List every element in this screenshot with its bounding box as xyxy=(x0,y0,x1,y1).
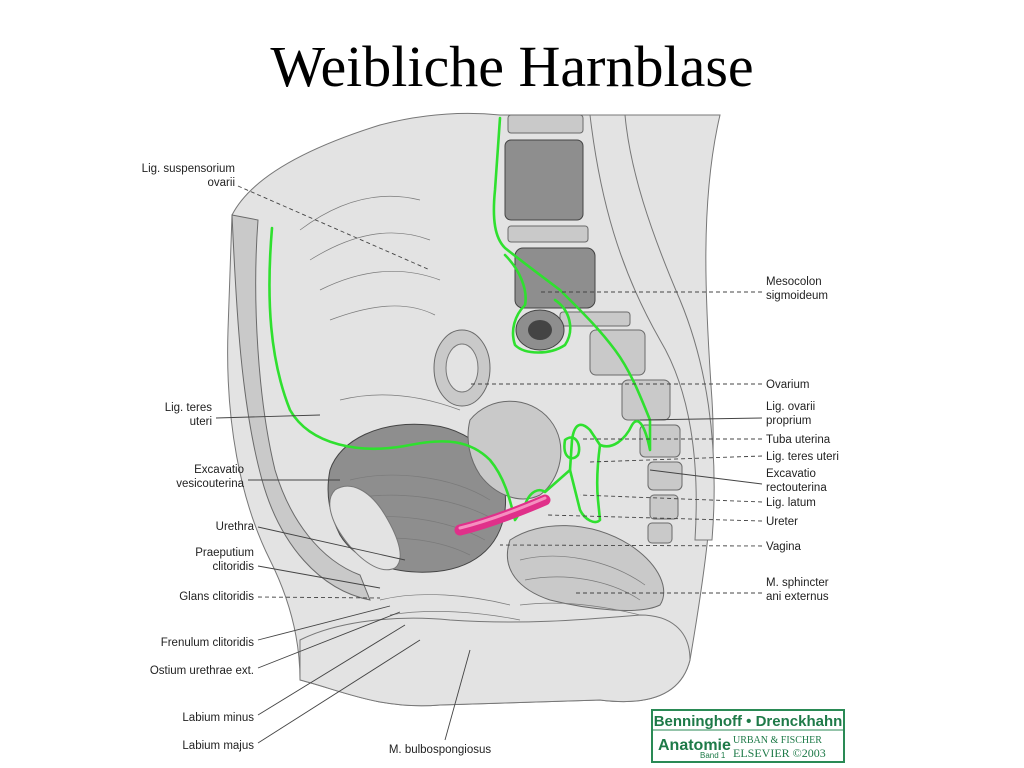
peritoneum-line xyxy=(268,116,652,522)
label-lig-teres: Lig. teres xyxy=(165,402,213,414)
rectum-vagina xyxy=(506,525,665,611)
label-ureter: Ureter xyxy=(766,516,798,528)
label-lig-ovarii-2: proprium xyxy=(766,415,811,427)
label-lig-teres-2: uteri xyxy=(190,416,212,428)
label-mesocolon-2: sigmoideum xyxy=(766,290,828,302)
label-tuba: Tuba uterina xyxy=(766,434,831,446)
abdominal-wall xyxy=(231,214,371,601)
label-lig-suspensorium: Lig. suspensorium xyxy=(142,163,235,175)
label-sphincter-2: ani externus xyxy=(766,591,829,603)
label-glans: Glans clitoridis xyxy=(179,591,254,603)
peritoneum-sigmoid-loop xyxy=(503,253,572,354)
label-ovarium: Ovarium xyxy=(766,379,809,391)
logo-anatomie: Anatomie xyxy=(658,737,731,754)
label-praeputium-2: clitoridis xyxy=(212,561,254,573)
anatomy-illustration xyxy=(227,112,721,707)
logo-elsevier: ELSEVIER ©2003 xyxy=(733,746,826,760)
label-labium-majus: Labium majus xyxy=(182,740,254,752)
label-praeputium: Praeputium xyxy=(195,547,254,559)
vertebral-column xyxy=(504,114,683,544)
label-lig-ovarii: Lig. ovarii xyxy=(766,401,815,413)
right-labels: Mesocolon sigmoideum Ovarium Lig. ovarii… xyxy=(470,276,839,603)
label-excavatio-rectouterina-2: rectouterina xyxy=(766,482,827,494)
label-vagina: Vagina xyxy=(766,541,802,553)
peritoneum-uterus xyxy=(568,443,602,524)
label-bulbospongiosus: M. bulbospongiosus xyxy=(389,744,492,756)
symphysis xyxy=(329,485,401,571)
slide-title: Weibliche Harnblase xyxy=(270,34,754,99)
sacral-region xyxy=(589,114,715,541)
publisher-logo: Benninghoff • Drenckhahn Anatomie Band 1… xyxy=(651,709,845,763)
label-mesocolon: Mesocolon xyxy=(766,276,822,288)
urethra-highlight xyxy=(454,494,551,536)
left-labels: Lig. suspensorium ovarii Lig. teres uter… xyxy=(142,163,431,752)
logo-band: Band 1 xyxy=(700,751,726,760)
logo-authors: Benninghoff • Drenckhahn xyxy=(654,713,843,730)
label-labium-minus: Labium minus xyxy=(182,712,254,724)
label-sphincter: M. sphincter xyxy=(766,577,829,589)
label-excavatio-vesicouterina-2: vesicouterina xyxy=(176,478,244,490)
label-lig-suspensorium-2: ovarii xyxy=(208,177,235,189)
perineum xyxy=(299,614,691,707)
peritoneum-tube xyxy=(563,436,581,460)
label-lig-teres-uteri: Lig. teres uteri xyxy=(766,451,839,463)
label-lig-latum: Lig. latum xyxy=(766,497,816,509)
label-excavatio-vesicouterina: Excavatio xyxy=(194,464,244,476)
label-urethra: Urethra xyxy=(216,521,255,533)
label-ostium: Ostium urethrae ext. xyxy=(150,665,254,677)
pelvic-tissue-texture xyxy=(299,195,461,411)
logo-publisher: URBAN & FISCHER xyxy=(733,735,822,746)
label-excavatio-rectouterina: Excavatio xyxy=(766,468,816,480)
label-frenulum: Frenulum clitoridis xyxy=(161,637,255,649)
